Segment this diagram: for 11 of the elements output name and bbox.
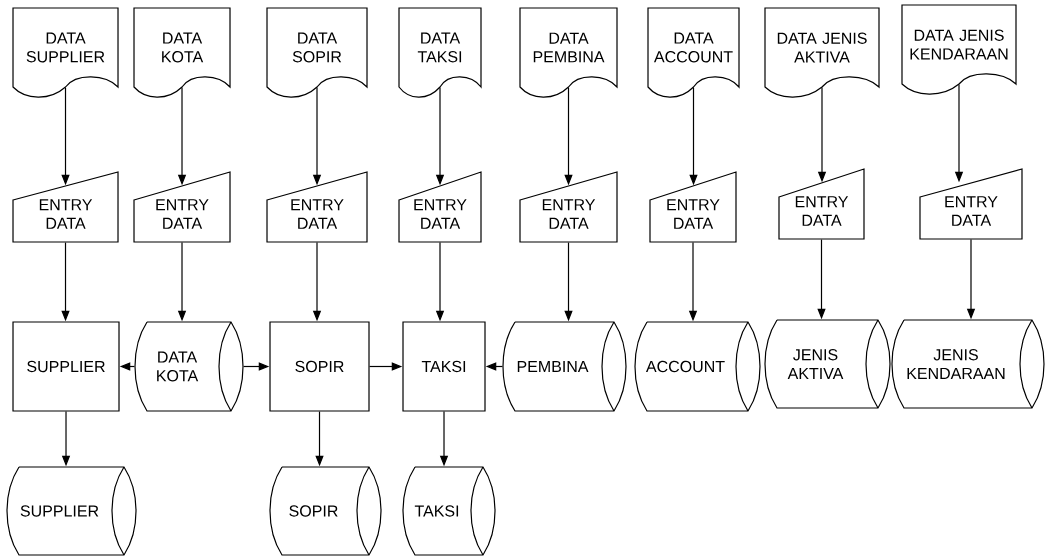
storage-cylinder: SUPPLIER — [6, 466, 137, 556]
storage-cylinder: SOPIR — [269, 466, 382, 556]
process-box: SOPIR — [269, 321, 370, 412]
storage-cylinder: DATA KOTA — [134, 321, 244, 412]
process-box: SUPPLIER — [12, 321, 120, 412]
storage-cylinder: TAKSI — [402, 466, 496, 556]
storage-cylinder: JENIS KENDARAAN — [891, 319, 1045, 409]
process-box: TAKSI — [402, 321, 486, 412]
storage-cylinder: JENIS AKTIVA — [764, 319, 891, 409]
storage-cylinder: PEMBINA — [502, 321, 627, 412]
storage-cylinder: ACCOUNT — [634, 321, 761, 412]
